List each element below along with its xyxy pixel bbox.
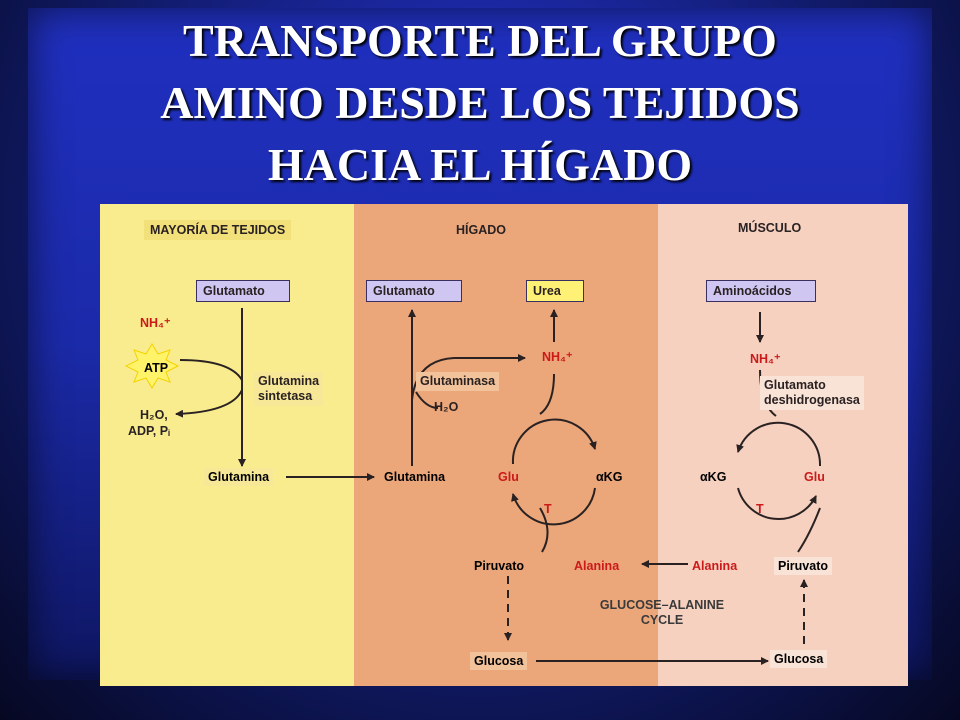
h2o-tejidos: H₂O, <box>140 408 168 422</box>
arrow-cycle-nh4-down <box>539 373 555 415</box>
box-glutamato-higado: Glutamato <box>366 280 462 302</box>
nh4-musculo: NH₄⁺ <box>750 352 781 366</box>
piruvato-higado: Piruvato <box>474 559 525 573</box>
glu-higado: Glu <box>498 470 519 484</box>
arrow-h2o <box>415 391 439 409</box>
title-line-3: HACIA EL HÍGADO <box>267 139 693 190</box>
arrow-muscle-cycle-top <box>736 421 822 467</box>
title-line-2: AMINO DESDE LOS TEJIDOS <box>160 77 800 128</box>
piruvato-musculo: Piruvato <box>774 557 833 575</box>
slide-title: TRANSPORTE DEL GRUPO AMINO DESDE LOS TEJ… <box>40 10 920 196</box>
arrow-liver-cycle-bottom <box>511 487 596 526</box>
enzyme-glutamina-line: Glutamina <box>258 374 320 388</box>
arrow-adp-out <box>175 389 243 418</box>
glutamina-higado: Glutamina <box>384 470 446 484</box>
nh4-tejidos: NH₄⁺ <box>140 316 171 330</box>
h2o-higado: H₂O <box>434 400 459 414</box>
arrow-glutaminasa-nh4 <box>411 354 526 401</box>
box-urea: Urea <box>526 280 584 302</box>
nh4-higado: NH₄⁺ <box>542 350 573 364</box>
atp-star-shape <box>124 343 180 389</box>
header-musculo: MÚSCULO <box>738 221 802 235</box>
header-mayoria-tejidos: MAYORÍA DE TEJIDOS <box>144 220 292 240</box>
glutamina-tejidos: Glutamina <box>204 468 274 486</box>
transaminase-t-higado: T <box>544 502 552 516</box>
glucosa-musculo: Glucosa <box>770 650 828 668</box>
header-higado: HÍGADO <box>456 223 506 237</box>
cycle-title-line-2: CYCLE <box>640 613 684 627</box>
diagram-arrows <box>124 308 822 665</box>
alanina-musculo: Alanina <box>692 559 738 573</box>
transaminase-t-musculo: T <box>756 502 764 516</box>
alanina-higado: Alanina <box>574 559 620 573</box>
arrow-muscle-cycle-bottom <box>737 487 817 520</box>
enzyme-deshidrogenasa-line: deshidrogenasa <box>764 393 860 407</box>
akg-higado: αKG <box>596 470 623 484</box>
arrow-liver-cycle-down <box>539 507 549 553</box>
adp-pi-tejidos: ADP, Pᵢ <box>128 424 170 438</box>
enzyme-glutamina-sintetasa: Glutamina sintetasa <box>254 372 324 406</box>
atp-label: ATP <box>144 361 169 375</box>
enzyme-glutamato-line: Glutamato <box>764 378 826 392</box>
arrow-muscle-cycle-down <box>797 507 821 553</box>
box-glutamato-tejidos: Glutamato <box>196 280 290 302</box>
cycle-title-line-1: GLUCOSE–ALANINE <box>599 598 725 612</box>
title-line-1: TRANSPORTE DEL GRUPO <box>183 15 777 66</box>
enzyme-glutaminasa: Glutaminasa <box>416 372 500 391</box>
akg-musculo: αKG <box>700 470 727 484</box>
glu-musculo: Glu <box>804 470 825 484</box>
box-aminoacidos: Aminoácidos <box>706 280 816 302</box>
enzyme-glutamato-deshidrogenasa: Glutamato deshidrogenasa <box>760 376 864 410</box>
arrow-liver-cycle-top <box>511 418 597 465</box>
enzyme-sintetasa-line: sintetasa <box>258 389 313 403</box>
amino-transport-diagram: MAYORÍA DE TEJIDOS HÍGADO MÚSCULO Glutam… <box>100 204 908 686</box>
glucosa-higado: Glucosa <box>470 652 528 670</box>
arrow-atp-in <box>179 359 243 381</box>
glucose-alanine-cycle-title: GLUCOSE–ALANINE CYCLE <box>582 598 742 628</box>
